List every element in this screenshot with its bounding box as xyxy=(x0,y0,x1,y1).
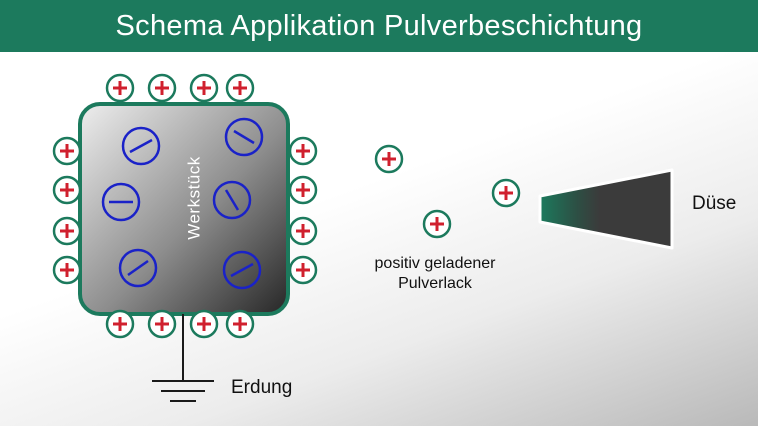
plus-charge-icon xyxy=(52,216,82,246)
plus-charge-icon xyxy=(105,73,135,103)
plus-charge-icon xyxy=(189,73,219,103)
plus-charge-icon xyxy=(52,175,82,205)
plus-charge-icon xyxy=(288,175,318,205)
plus-charge-icon xyxy=(288,216,318,246)
minus-charge-icon xyxy=(118,248,158,288)
minus-charge-icon xyxy=(212,180,252,220)
plus-charge-icon xyxy=(288,255,318,285)
minus-charge-icon xyxy=(224,117,264,157)
diagram-title: Schema Applikation Pulverbeschichtung xyxy=(0,0,758,52)
nozzle-label: Düse xyxy=(692,193,737,214)
ground-symbol-icon xyxy=(152,314,214,402)
minus-charge-icon xyxy=(101,182,141,222)
minus-charge-icon xyxy=(121,126,161,166)
plus-charge-icon xyxy=(52,255,82,285)
powder-label-line2: Pulverlack xyxy=(398,275,472,292)
powder-label: positiv geladener Pulverlack xyxy=(340,254,530,294)
ground-label: Erdung xyxy=(231,377,293,398)
nozzle-icon xyxy=(538,168,674,250)
plus-charge-icon xyxy=(288,136,318,166)
positive-charges xyxy=(52,73,521,339)
plus-charge-icon xyxy=(52,136,82,166)
plus-charge-icon xyxy=(225,309,255,339)
workpiece-label: Werkstück xyxy=(184,156,203,240)
plus-charge-icon xyxy=(491,178,521,208)
plus-charge-icon xyxy=(105,309,135,339)
plus-charge-icon xyxy=(225,73,255,103)
minus-charge-icon xyxy=(222,250,262,290)
plus-charge-icon xyxy=(422,209,452,239)
powder-label-line1: positiv geladener xyxy=(374,255,496,272)
plus-charge-icon xyxy=(374,144,404,174)
plus-charge-icon xyxy=(147,73,177,103)
plus-charge-icon xyxy=(147,309,177,339)
plus-charge-icon xyxy=(189,309,219,339)
negative-charges xyxy=(101,117,264,290)
